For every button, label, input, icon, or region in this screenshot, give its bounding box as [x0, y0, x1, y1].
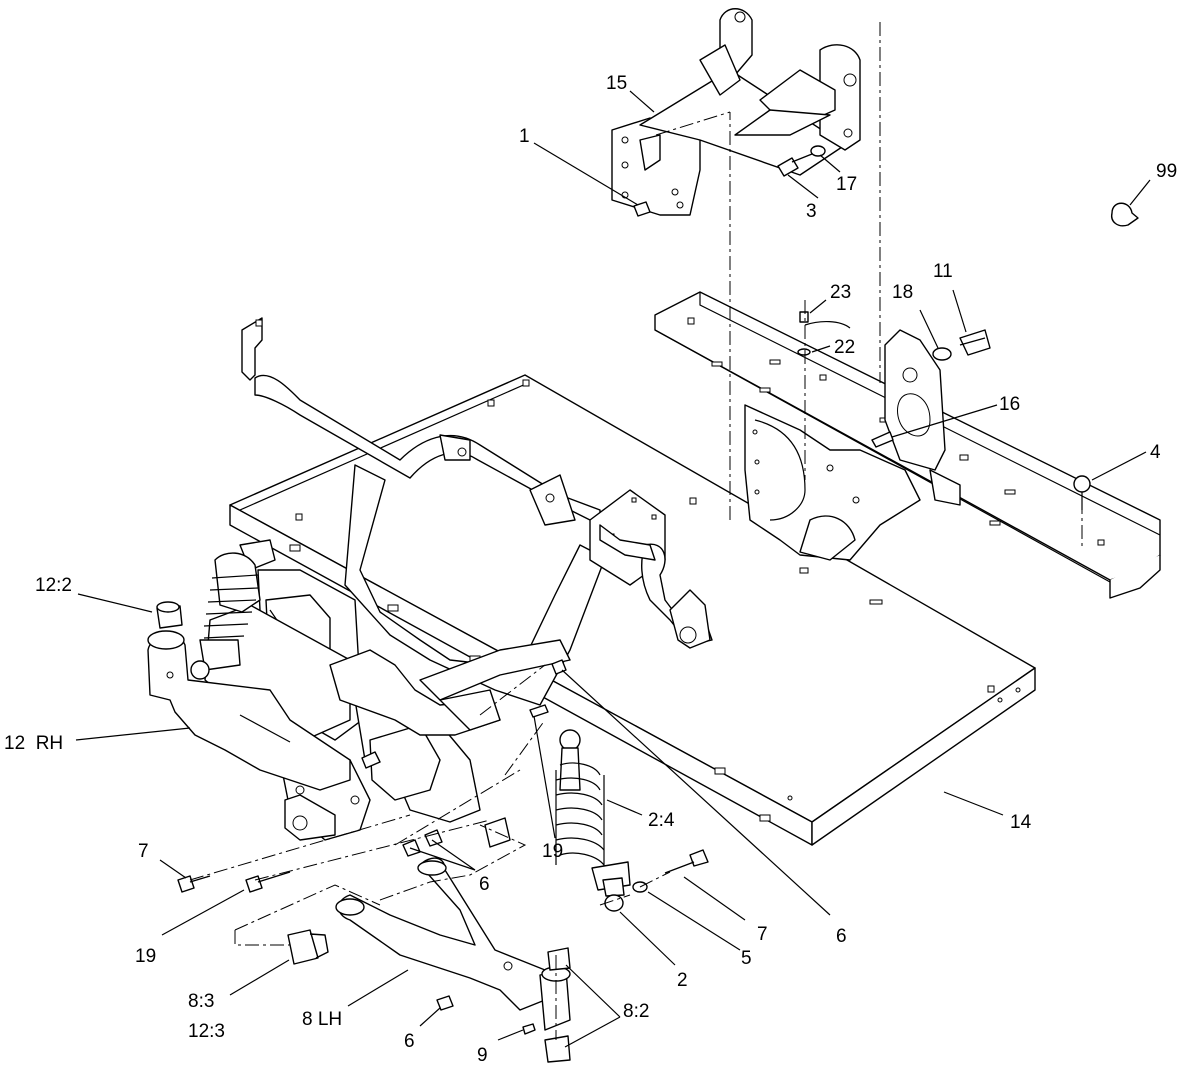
callout-7-a: 7: [138, 841, 149, 862]
rear-shock: [190, 539, 276, 680]
callout-6-a: 6: [836, 926, 847, 947]
nut-6e: [436, 995, 454, 1011]
callout-6-c: 6: [404, 1031, 415, 1052]
bolt-3: [777, 153, 813, 177]
callout-3: 3: [806, 201, 817, 222]
callout-12-2: 12:2: [35, 575, 72, 596]
callout-12-rh: 12 RH: [4, 733, 63, 754]
callout-11: 11: [933, 261, 953, 282]
pivot-bracket: [744, 404, 921, 561]
callout-1: 1: [519, 126, 530, 147]
callout-2-4: 2:4: [648, 810, 675, 831]
callout-2: 2: [677, 970, 688, 991]
bushing-8-2b: [544, 1035, 571, 1063]
fitting-9: [522, 1023, 536, 1035]
callout-9: 9: [477, 1045, 488, 1066]
bolt-19a: [529, 704, 549, 718]
front-shock: [555, 729, 631, 897]
bushing-12-2: [156, 601, 183, 629]
nut-6c: [424, 829, 443, 847]
callout-4: 4: [1150, 442, 1161, 463]
pin-16: [871, 431, 894, 448]
callout-12-3: 12:3: [188, 1021, 225, 1042]
bolt-7b: [664, 849, 709, 874]
knob-4: [1073, 475, 1091, 493]
bushing-2: [604, 894, 624, 912]
upper-arm-rh: [147, 630, 351, 791]
leader-lines: [75, 90, 1151, 1048]
callout-99: 99: [1156, 161, 1177, 182]
callout-8-lh: 8 LH: [302, 1009, 342, 1030]
bolt-19b: [245, 871, 291, 893]
callout-23: 23: [830, 282, 851, 303]
bushing-8-3: [287, 929, 329, 965]
assembly-lines: [189, 22, 1083, 1040]
callout-8-2: 8:2: [623, 1001, 649, 1022]
callout-18: 18: [892, 282, 913, 303]
callout-labels: 1 15 3 17 99 23 22 18 11 16 4 12:2 12 RH…: [4, 73, 1177, 1066]
bushing-8-2a: [547, 947, 571, 971]
callout-6-b: 6: [479, 874, 490, 895]
screw-23: [799, 311, 809, 323]
bolt-11: [959, 329, 991, 356]
callout-5: 5: [741, 948, 752, 969]
callout-7-b: 7: [757, 924, 768, 945]
hardware: [177, 145, 1139, 1063]
nut-6a: [361, 751, 381, 769]
washer-22: [797, 348, 811, 356]
callout-17: 17: [836, 174, 857, 195]
washer-17: [810, 145, 826, 157]
callout-14: 14: [1010, 812, 1032, 833]
washer-18: [932, 347, 952, 361]
callout-16: 16: [999, 394, 1020, 415]
callout-15: 15: [606, 73, 627, 94]
callout-19-a: 19: [542, 841, 563, 862]
callout-19-b: 19: [135, 946, 156, 967]
callout-22: 22: [834, 337, 855, 358]
nut-1: [633, 201, 651, 217]
lower-arm-lh: [335, 857, 571, 1031]
callout-8-3: 8:3: [188, 991, 214, 1012]
hitch-mount: [611, 8, 861, 216]
clamp-99: [1111, 202, 1139, 227]
